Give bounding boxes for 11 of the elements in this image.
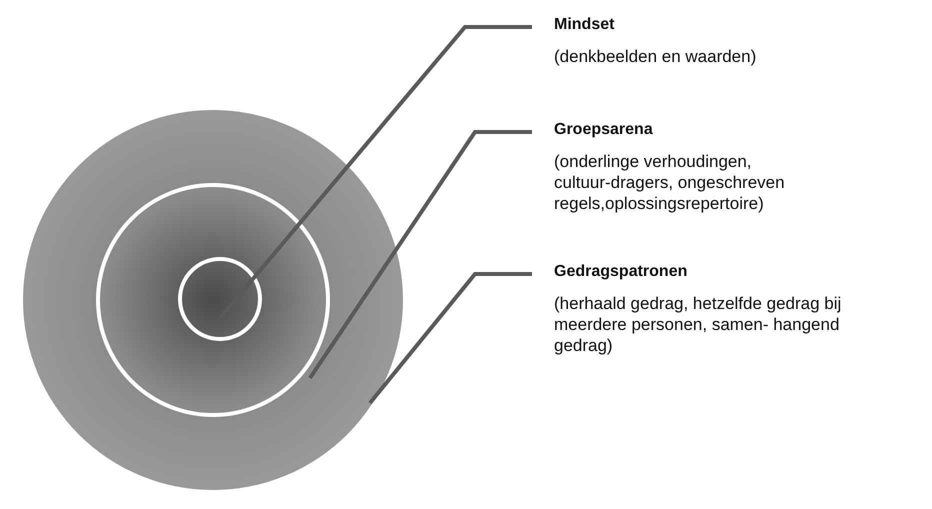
description: (onderlinge verhoudingen, cultuur-dragers, ongeschreven regels,oplossingsrepertoire)	[554, 151, 786, 214]
leader-line	[218, 25, 532, 320]
heading: Groepsarena	[554, 121, 654, 139]
heading: Gedragspatronen	[554, 263, 688, 281]
middle-ring	[96, 183, 330, 417]
inner-circle	[178, 257, 262, 341]
leader-line	[308, 130, 532, 380]
heading: Mindset	[554, 16, 616, 34]
leader-line	[368, 272, 532, 404]
description: (herhaald gedrag, hetzelfde gedrag bij meerdere personen, samen- hangend gedrag)	[554, 293, 842, 356]
description: (denkbeelden en waarden)	[554, 46, 758, 67]
